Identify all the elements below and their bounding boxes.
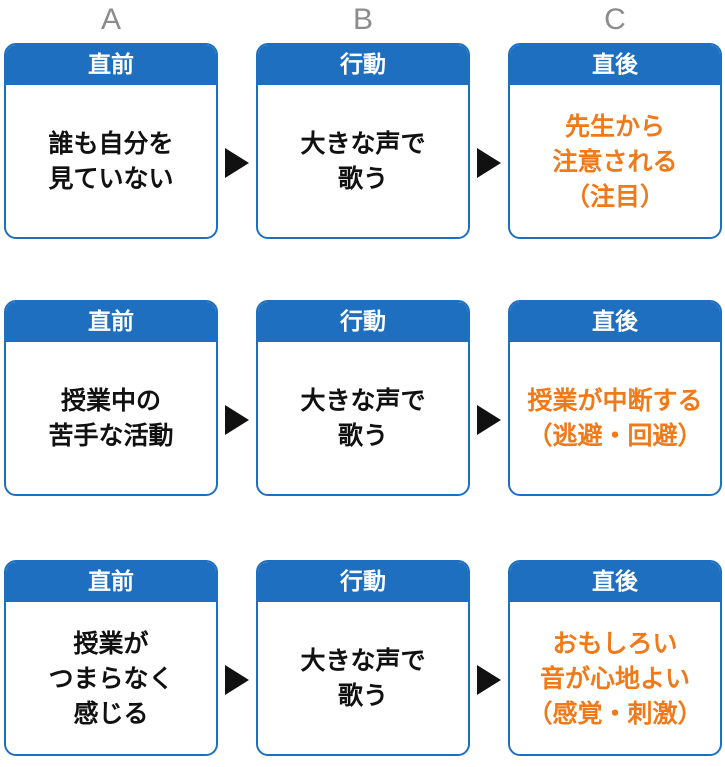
card-text: 授業が中断する （逃避・回避） bbox=[527, 386, 703, 450]
card-text: 大きな声で 歌う bbox=[300, 646, 426, 710]
card-header: 直前 bbox=[6, 302, 216, 342]
row2-before-card: 直前 授業中の 苦手な活動 bbox=[4, 300, 218, 496]
card-body: 大きな声で 歌う bbox=[258, 342, 468, 494]
card-body: おもしろい 音が心地よい （感覚・刺激） bbox=[510, 602, 720, 754]
right-triangle-arrow-icon bbox=[477, 665, 501, 695]
card-body: 誰も自分を 見ていない bbox=[6, 85, 216, 237]
card-text: 授業中の 苦手な活動 bbox=[48, 386, 174, 450]
card-text: 先生から 注意される （注目） bbox=[552, 111, 678, 211]
row2-after-card: 直後 授業が中断する （逃避・回避） bbox=[508, 300, 722, 496]
card-header: 行動 bbox=[258, 562, 468, 602]
card-body: 大きな声で 歌う bbox=[258, 602, 468, 754]
right-triangle-arrow-icon bbox=[225, 148, 249, 178]
card-header: 直後 bbox=[510, 302, 720, 342]
card-body: 授業が つまらなく 感じる bbox=[6, 602, 216, 754]
card-header: 直後 bbox=[510, 562, 720, 602]
card-header: 直前 bbox=[6, 45, 216, 85]
row3-after-card: 直後 おもしろい 音が心地よい （感覚・刺激） bbox=[508, 560, 722, 756]
row3-before-card: 直前 授業が つまらなく 感じる bbox=[4, 560, 218, 756]
right-triangle-arrow-icon bbox=[477, 405, 501, 435]
card-body: 授業中の 苦手な活動 bbox=[6, 342, 216, 494]
row1-behavior-card: 行動 大きな声で 歌う bbox=[256, 43, 470, 239]
right-triangle-arrow-icon bbox=[477, 148, 501, 178]
card-body: 授業が中断する （逃避・回避） bbox=[510, 342, 720, 494]
card-body: 先生から 注意される （注目） bbox=[510, 85, 720, 237]
right-triangle-arrow-icon bbox=[225, 405, 249, 435]
column-label-c: C bbox=[604, 3, 626, 36]
card-header: 行動 bbox=[258, 302, 468, 342]
row2-behavior-card: 行動 大きな声で 歌う bbox=[256, 300, 470, 496]
card-text: おもしろい 音が心地よい （感覚・刺激） bbox=[527, 628, 703, 728]
row3-behavior-card: 行動 大きな声で 歌う bbox=[256, 560, 470, 756]
card-header: 直後 bbox=[510, 45, 720, 85]
card-text: 大きな声で 歌う bbox=[300, 386, 426, 450]
row1-before-card: 直前 誰も自分を 見ていない bbox=[4, 43, 218, 239]
column-label-a: A bbox=[100, 3, 121, 36]
row1-after-card: 直後 先生から 注意される （注目） bbox=[508, 43, 722, 239]
card-text: 大きな声で 歌う bbox=[300, 129, 426, 193]
card-header: 行動 bbox=[258, 45, 468, 85]
column-label-b: B bbox=[352, 3, 373, 36]
card-text: 誰も自分を 見ていない bbox=[48, 129, 174, 193]
right-triangle-arrow-icon bbox=[225, 665, 249, 695]
card-text: 授業が つまらなく 感じる bbox=[48, 628, 174, 728]
card-header: 直前 bbox=[6, 562, 216, 602]
card-body: 大きな声で 歌う bbox=[258, 85, 468, 237]
